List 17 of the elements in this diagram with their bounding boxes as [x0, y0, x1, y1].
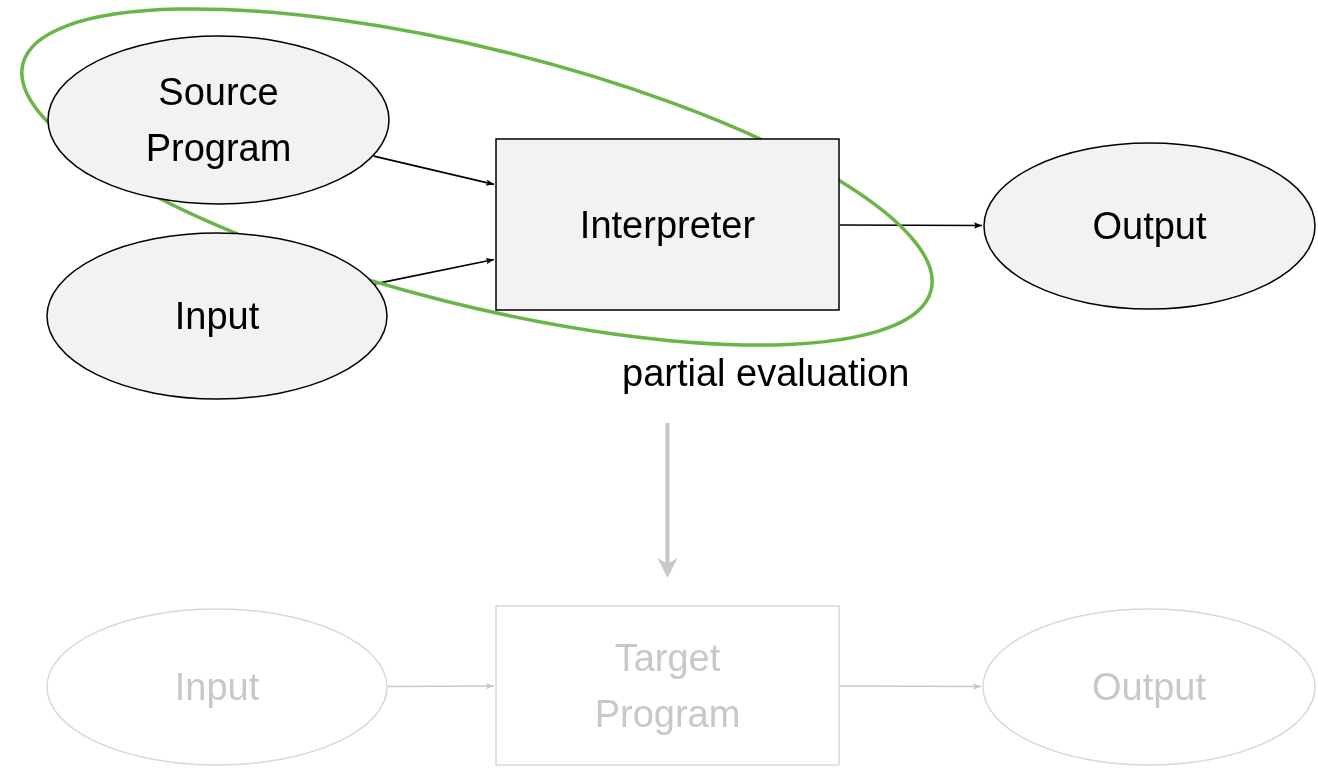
arrow	[372, 155, 495, 186]
node-label: Source Program	[144, 70, 293, 171]
data-ellipse	[46, 608, 388, 766]
arrow	[839, 222, 983, 229]
node-label: Output	[1091, 204, 1208, 249]
node-label: Input	[173, 294, 261, 339]
data-ellipse	[983, 142, 1316, 310]
group-caption: partial evaluation	[622, 350, 910, 396]
arrow	[657, 423, 678, 578]
data-ellipse	[46, 232, 388, 400]
process-box	[495, 605, 840, 766]
arrow	[839, 683, 982, 690]
data-ellipse	[47, 35, 390, 205]
node-label: Interpreter	[578, 202, 757, 248]
data-ellipse	[982, 608, 1316, 766]
process-box	[495, 138, 840, 311]
arrow	[387, 682, 495, 690]
